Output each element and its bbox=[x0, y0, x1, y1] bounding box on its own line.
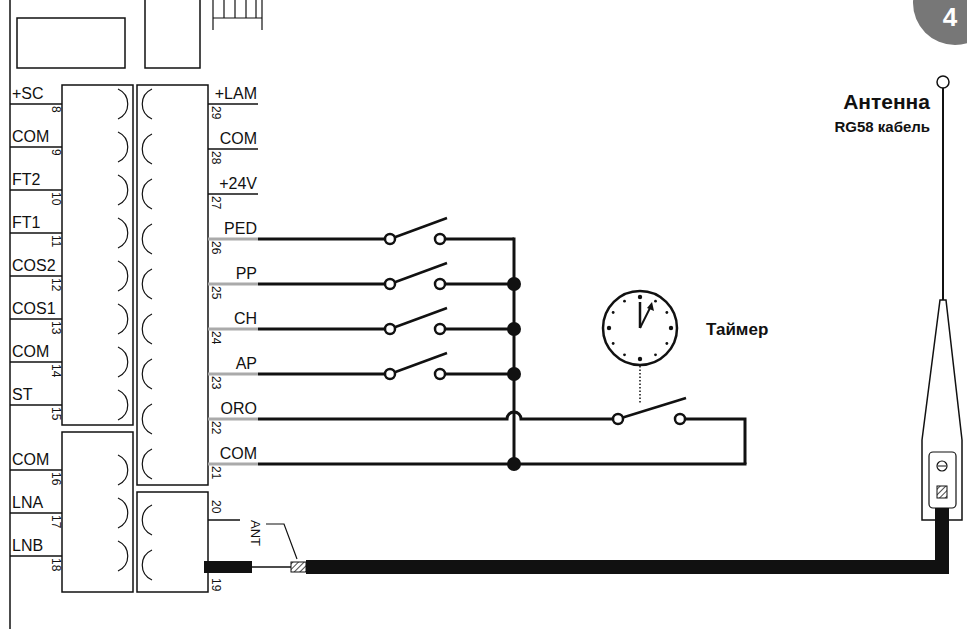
terminal-number: 14 bbox=[50, 364, 62, 377]
terminal-name: COM bbox=[12, 344, 49, 360]
connector-comb bbox=[213, 0, 262, 30]
figure-number: 4 bbox=[943, 4, 957, 30]
terminal-number: 12 bbox=[50, 278, 62, 291]
terminal-name: ANT bbox=[249, 520, 262, 546]
coax-cable bbox=[306, 508, 942, 567]
board-edge bbox=[9, 0, 11, 629]
cable-label: RG58 кабель bbox=[834, 119, 930, 134]
terminal-number: 9 bbox=[50, 149, 62, 156]
terminal-number: 21 bbox=[210, 466, 222, 479]
terminal-name: LNA bbox=[12, 495, 43, 511]
terminal-name: ST bbox=[12, 387, 32, 403]
terminal-lead bbox=[10, 104, 258, 556]
terminal-name: AP bbox=[236, 356, 257, 372]
antenna-label: Антенна bbox=[843, 91, 930, 112]
terminal-name: COM bbox=[220, 446, 257, 462]
terminal-number: 24 bbox=[210, 331, 222, 344]
terminal-name: +SC bbox=[12, 86, 44, 102]
terminal-number: 17 bbox=[50, 515, 62, 528]
terminal-screw bbox=[118, 89, 152, 580]
timer-label: Таймер bbox=[706, 321, 768, 338]
terminal-name: +24V bbox=[219, 176, 257, 192]
antenna bbox=[922, 76, 962, 520]
antenna-core bbox=[250, 566, 291, 568]
terminal-name: FT1 bbox=[12, 215, 40, 231]
terminal-number: 10 bbox=[50, 192, 62, 205]
terminal-number: 23 bbox=[210, 376, 222, 389]
antenna-terminal bbox=[204, 561, 252, 573]
wire bbox=[258, 238, 747, 465]
terminal-name: COM bbox=[220, 131, 257, 147]
figure-badge bbox=[913, 0, 967, 45]
leader-line bbox=[266, 524, 297, 559]
push-button bbox=[385, 218, 447, 379]
terminal-name: ORO bbox=[221, 401, 257, 417]
terminal-name: FT2 bbox=[12, 172, 40, 188]
terminal-number: 25 bbox=[210, 286, 222, 299]
terminal-name: PP bbox=[236, 266, 257, 282]
junction-dot bbox=[507, 277, 521, 471]
timer-clock bbox=[603, 291, 677, 404]
component-box bbox=[145, 0, 200, 68]
terminal-number: 22 bbox=[210, 421, 222, 434]
terminal-number: 27 bbox=[210, 196, 222, 209]
cable-connector bbox=[291, 562, 306, 572]
terminal-name: PED bbox=[224, 221, 257, 237]
terminal-number: 15 bbox=[50, 407, 62, 420]
terminal-name: COM bbox=[12, 129, 49, 145]
terminal-name: COM bbox=[12, 452, 49, 468]
timer-switch bbox=[613, 398, 686, 424]
terminal-name: CH bbox=[234, 311, 257, 327]
terminal-number: 8 bbox=[50, 106, 62, 113]
terminal-number: 26 bbox=[210, 241, 222, 254]
terminal-name: COS1 bbox=[12, 301, 56, 317]
relay-box bbox=[17, 18, 125, 68]
terminal-number: 16 bbox=[50, 472, 62, 485]
terminal-block bbox=[62, 85, 208, 592]
terminal-number: 11 bbox=[50, 235, 62, 247]
terminal-number: 28 bbox=[210, 151, 222, 164]
terminal-number: 29 bbox=[210, 106, 222, 119]
terminal-name: +LAM bbox=[215, 86, 257, 102]
terminal-number: 19 bbox=[210, 578, 222, 591]
terminal-number: 20 bbox=[210, 500, 222, 513]
terminal-name: COS2 bbox=[12, 258, 56, 274]
terminal-number: 18 bbox=[50, 558, 62, 571]
terminal-number: 13 bbox=[50, 321, 62, 334]
terminal-name: LNB bbox=[12, 538, 43, 554]
terminal-stub bbox=[208, 239, 258, 464]
